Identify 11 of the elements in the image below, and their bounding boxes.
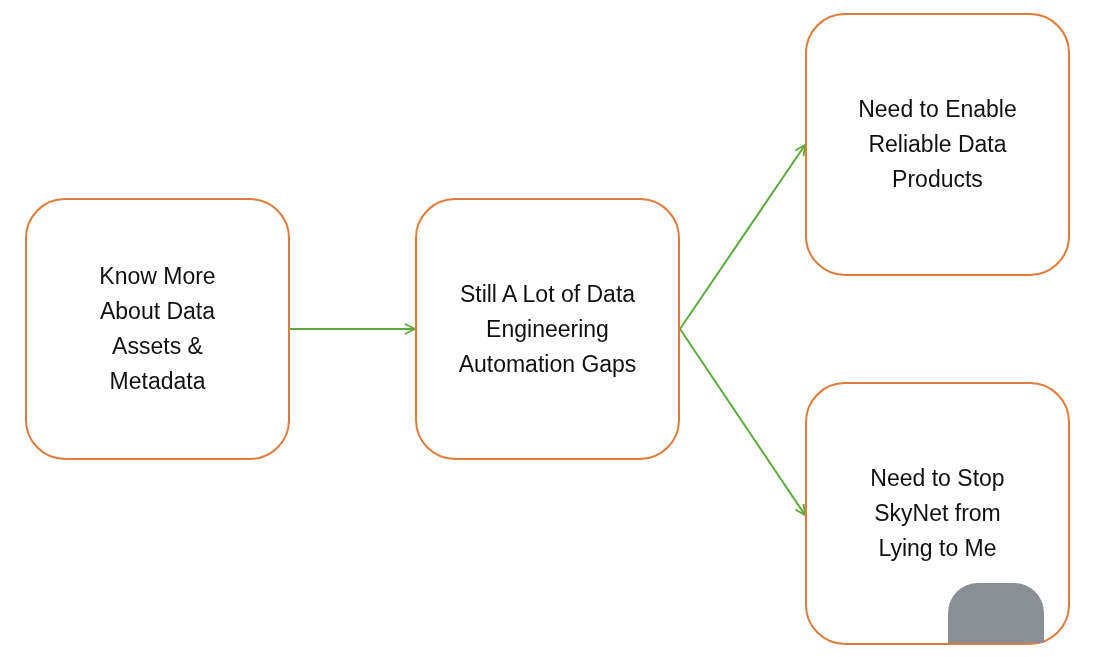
box-label: Need to Stop SkyNet from Lying to Me (869, 464, 1006, 563)
process-box (805, 382, 1070, 645)
process-box (25, 198, 290, 460)
process-box (805, 13, 1070, 276)
process-box (415, 198, 680, 460)
arrow (289, 323, 416, 335)
box-label: Need to Enable Reliable Data Products (857, 95, 1018, 194)
arrow (679, 328, 806, 516)
box-label: Know More About Data Assets & Metadata (98, 262, 217, 396)
arrow (679, 144, 806, 330)
box-label: Still A Lot of Data Engineering Automation Gaps (457, 279, 638, 379)
